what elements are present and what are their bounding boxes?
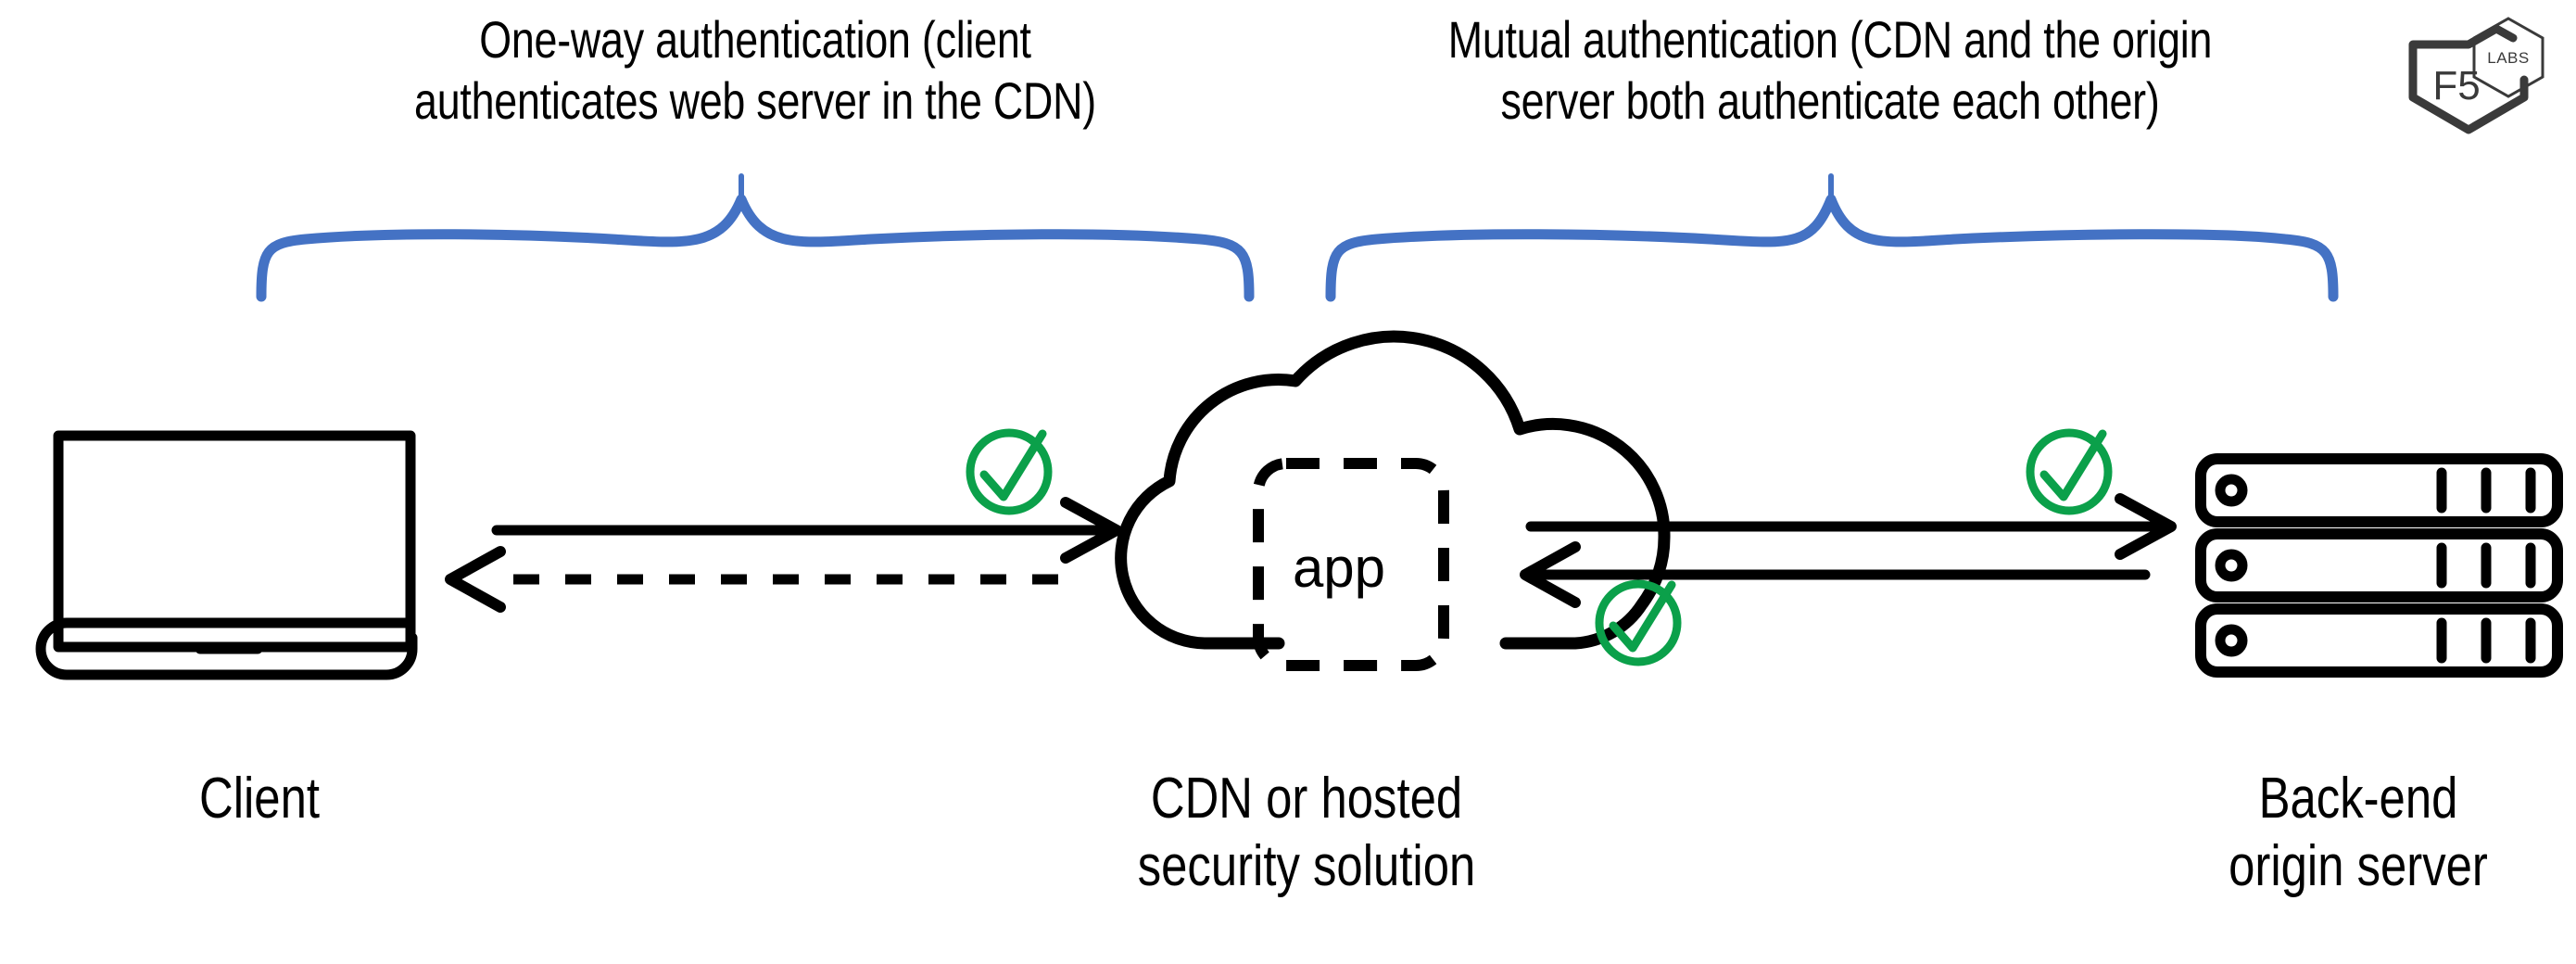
server-stack-icon <box>2195 453 2563 678</box>
connector-client-to-cdn <box>491 497 1122 564</box>
brace-label-mutual: Mutual authentication (CDN and the origi… <box>1447 10 2213 131</box>
brace-one-way <box>256 173 1255 302</box>
check-icon-cdn-origin-top <box>2026 428 2113 515</box>
f5-labs-logo: LABS F5 <box>2408 17 2544 134</box>
check-icon-client-cdn <box>966 428 1053 515</box>
logo-f5-text: F5 <box>2432 63 2480 108</box>
cloud-icon <box>1115 330 1671 671</box>
app-dashed-box <box>1253 458 1449 671</box>
node-caption-origin-server: Back-end origin server <box>2229 767 2488 899</box>
brace-mutual <box>1325 173 2339 302</box>
f5-hexagon <box>2408 24 2529 134</box>
logo-labs-text: LABS <box>2487 49 2529 67</box>
check-icon-cdn-origin-bottom <box>1595 579 1682 666</box>
node-caption-client: Client <box>199 767 320 831</box>
laptop-icon <box>35 430 418 680</box>
node-caption-cdn: CDN or hosted security solution <box>1137 767 1476 899</box>
brace-label-one-way: One-way authentication (client authentic… <box>414 10 1096 131</box>
connector-cdn-to-client <box>445 546 1058 613</box>
connector-cdn-to-origin <box>1525 493 2177 560</box>
connector-origin-to-cdn <box>1520 541 2151 608</box>
app-label: app <box>1292 537 1386 599</box>
